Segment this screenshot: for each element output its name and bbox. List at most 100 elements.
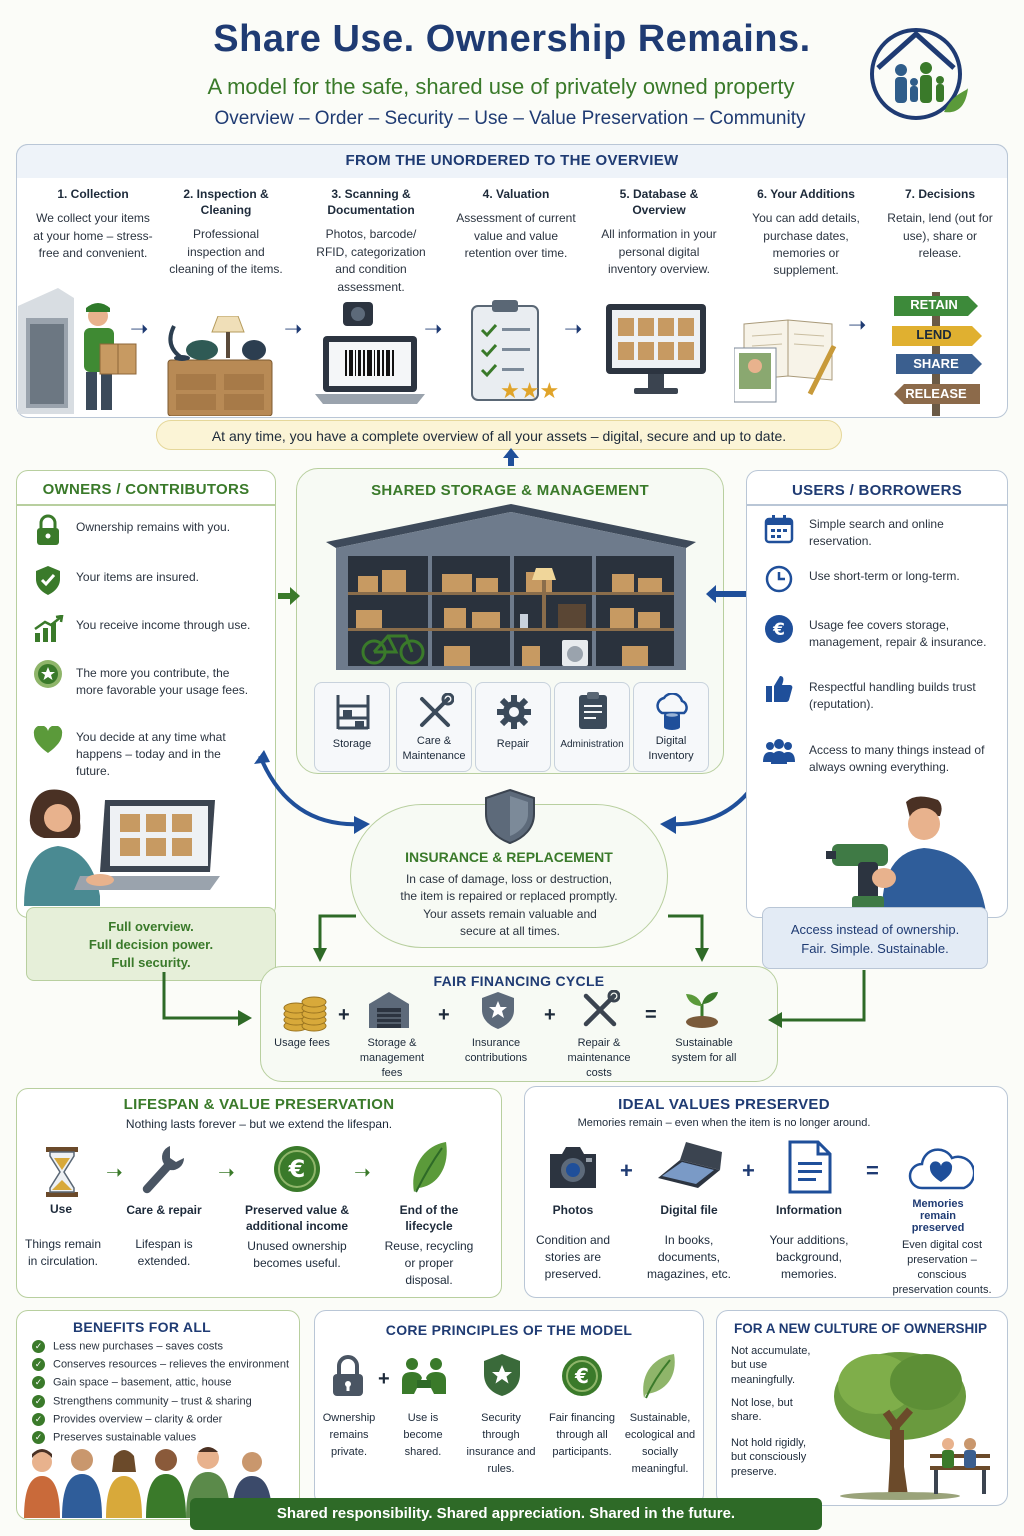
ideal-item-desc: Your additions, background, memories. xyxy=(769,1233,849,1282)
arrow-icon: ➝ xyxy=(564,316,583,341)
equals-operator: = xyxy=(645,1004,657,1026)
ideal-item-desc: Condition and stories are preserved. xyxy=(535,1233,611,1282)
page-title: Share Use. Ownership Remains. xyxy=(213,18,811,60)
calendar-icon xyxy=(764,514,794,544)
benefits-title: BENEFITS FOR ALL xyxy=(72,1319,212,1335)
page-tagline: Overview – Order – Security – Use – Valu… xyxy=(214,108,806,129)
page-subtitle: A model for the safe, shared use of priv… xyxy=(207,74,795,99)
benefit-item: ✓Less new purchases – saves costs xyxy=(32,1340,223,1353)
arrow-icon: ➝ xyxy=(218,1162,235,1184)
photo-notebook-icon xyxy=(734,310,844,406)
financing-item: Repair & maintenance costs xyxy=(567,1037,631,1079)
shelf-icon xyxy=(334,693,372,731)
shield-star-icon xyxy=(482,1352,522,1398)
hourglass-icon xyxy=(44,1146,80,1198)
heart-icon xyxy=(33,726,63,754)
warehouse-illustration-icon xyxy=(326,500,696,678)
arrow-icon: ➝ xyxy=(354,1162,371,1184)
lifespan-title: LIFESPAN & VALUE PRESERVATION xyxy=(123,1096,395,1113)
step-scanning: 3. Scanning & Documentation Photos, barc… xyxy=(316,187,426,294)
sign-release: RELEASE xyxy=(905,386,967,401)
ideal-item-desc: In books, documents, magazines, etc. xyxy=(646,1233,732,1282)
users-item: Simple search and online reservation. xyxy=(809,517,944,548)
arrow-icon: ➝ xyxy=(130,316,149,341)
ideal-item-title: Photos xyxy=(552,1203,594,1217)
warehouse-icon xyxy=(367,990,411,1030)
users-item: Usage fee covers storage, management, re… xyxy=(809,618,987,649)
owners-to-financing-arrow-icon xyxy=(160,972,256,1034)
document-icon xyxy=(788,1140,832,1194)
ideal-title: IDEAL VALUES PRESERVED xyxy=(618,1096,830,1113)
benefit-item: ✓Conserves resources – relieves the envi… xyxy=(32,1358,289,1371)
plus-operator: + xyxy=(438,1004,450,1026)
svg-text:★★★: ★★★ xyxy=(500,379,559,404)
tools-icon xyxy=(416,693,454,731)
wrench-icon xyxy=(140,1144,186,1196)
step-database: 5. Database & Overview All information i… xyxy=(601,187,717,277)
check-icon: ✓ xyxy=(32,1413,45,1426)
shield-check-icon xyxy=(34,564,62,596)
ideal-item-title: Memories remain preserved xyxy=(911,1198,965,1235)
right-arrow-icon xyxy=(278,586,300,606)
users-item: Access to many things instead of always … xyxy=(809,743,985,774)
lifespan-stage-desc: Unused ownership becomes useful. xyxy=(247,1239,347,1271)
svg-text:€: € xyxy=(574,1364,589,1388)
repair-tile: Repair xyxy=(475,682,551,772)
principle-item: Security through insurance and rules. xyxy=(466,1412,536,1476)
sign-share: SHARE xyxy=(913,356,959,371)
insurance-text: In case of damage, loss or destruction, … xyxy=(400,872,618,904)
woman-laptop-illustration-icon xyxy=(20,786,224,906)
check-icon: ✓ xyxy=(32,1376,45,1389)
check-icon: ✓ xyxy=(32,1340,45,1353)
community-people-illustration-icon xyxy=(20,1444,282,1518)
step-additions: 6. Your Additions You can add details, p… xyxy=(752,187,860,278)
growth-chart-icon xyxy=(33,615,65,643)
principle-item: Sustainable, ecological and socially mea… xyxy=(624,1412,696,1476)
lifespan-stage-desc: Lifespan is extended. xyxy=(135,1237,193,1269)
shield-star-icon xyxy=(480,990,516,1030)
benefit-item: ✓Preserves sustainable values xyxy=(32,1431,196,1444)
culture-item: Not accumulate, but use meaningfully. xyxy=(731,1345,811,1386)
shield-icon xyxy=(482,788,538,844)
principles-panel xyxy=(314,1310,704,1506)
plus-operator: + xyxy=(338,1004,350,1026)
lifespan-stage-title: End of the lifecycle xyxy=(399,1203,459,1234)
gear-icon xyxy=(495,693,533,731)
administration-tile: Administration xyxy=(554,682,630,772)
arrow-icon: ➝ xyxy=(284,316,303,341)
step-decisions: 7. Decisions Retain, lend (out for use),… xyxy=(887,187,993,260)
users-summary: Access instead of ownership. Fair. Simpl… xyxy=(762,907,988,969)
sign-retain: RETAIN xyxy=(910,297,958,312)
padlock-icon xyxy=(330,1354,366,1398)
left-arrow-icon xyxy=(706,584,746,604)
tools-icon xyxy=(580,990,620,1030)
storage-title: SHARED STORAGE & MANAGEMENT xyxy=(371,482,649,499)
benefit-item: ✓Provides overview – clarity & order xyxy=(32,1413,222,1426)
sign-lend: LEND xyxy=(916,327,952,342)
benefit-item: ✓Gain space – basement, attic, house xyxy=(32,1376,232,1389)
arrow-icon: ➝ xyxy=(848,312,867,337)
storage-tile: Storage xyxy=(314,682,390,772)
principles-title: CORE PRINCIPLES OF THE MODEL xyxy=(385,1322,633,1338)
users-item: Use short-term or long-term. xyxy=(809,569,960,583)
camera-icon xyxy=(546,1144,600,1190)
principle-item: Use is become shared. xyxy=(403,1412,443,1459)
financing-item: Storage & management fees xyxy=(359,1037,425,1079)
cloud-database-icon xyxy=(652,693,692,731)
overview-banner: At any time, you have a complete overvie… xyxy=(156,420,842,450)
culture-item: Not hold rigidly, but consciously preser… xyxy=(731,1437,807,1478)
financing-item: Insurance contributions xyxy=(464,1037,528,1064)
lifespan-stage-title: Use xyxy=(49,1202,72,1216)
culture-item: Not lose, but share. xyxy=(731,1397,793,1424)
down-arrow-left-icon xyxy=(310,910,360,964)
step-inspection: 2. Inspection & Cleaning Professional in… xyxy=(169,187,283,277)
collection-illustration-icon xyxy=(18,278,148,414)
plus-operator: + xyxy=(378,1368,390,1390)
ideal-panel xyxy=(524,1086,1008,1298)
ideal-item-title: Digital file xyxy=(660,1203,718,1217)
users-title: USERS / BORROWERS xyxy=(791,482,963,499)
process-title: FROM THE UNORDERED TO THE OVERVIEW xyxy=(345,152,679,169)
ideal-item-desc: Even digital cost preservation – conscio… xyxy=(892,1239,992,1296)
footer-banner: Shared responsibility. Shared appreciati… xyxy=(190,1498,822,1530)
check-icon: ✓ xyxy=(32,1431,45,1444)
